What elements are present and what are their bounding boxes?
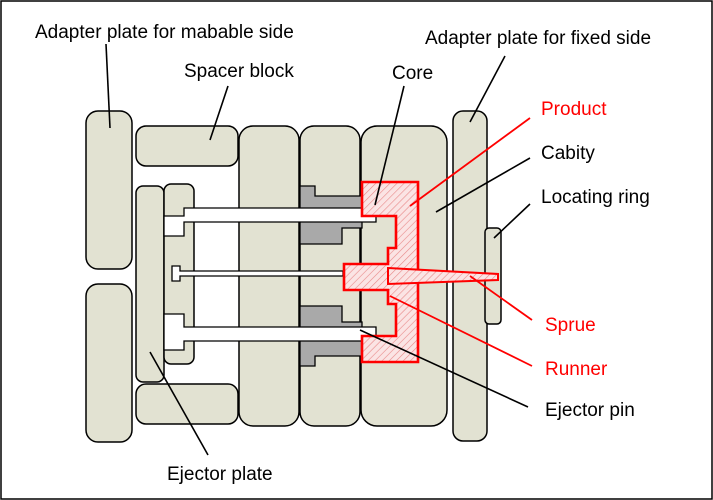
spacer-block-top [135, 125, 239, 167]
label-adapter-plate-fixed: Adapter plate for fixed side [425, 28, 651, 49]
leader-ejector-pin [359, 329, 529, 408]
leader-ejector-plate [149, 351, 209, 456]
label-spacer-block: Spacer block [184, 61, 294, 82]
leader-product [409, 117, 531, 207]
sprue-shape [387, 266, 499, 286]
leader-adapter-fixed [469, 55, 506, 123]
leader-locating-ring [493, 203, 531, 239]
label-adapter-plate-movable: Adapter plate for mabable side [35, 22, 294, 43]
label-locating-ring: Locating ring [541, 187, 650, 208]
leader-sprue [469, 275, 533, 321]
label-cavity: Cabity [541, 143, 595, 164]
label-runner: Runner [545, 359, 608, 380]
ejector-pin-top [163, 207, 377, 237]
label-core: Core [392, 63, 433, 84]
label-ejector-pin: Ejector pin [545, 400, 635, 421]
label-sprue: Sprue [545, 315, 596, 336]
product-shape [342, 180, 420, 364]
spacer-block-bottom [135, 383, 239, 425]
leader-spacer-block [209, 85, 229, 141]
leader-runner [389, 295, 533, 367]
leader-cavity [435, 157, 531, 213]
leader-core [374, 85, 405, 206]
adapter-plate-movable-top [85, 110, 133, 270]
label-ejector-plate: Ejector plate [167, 464, 273, 485]
label-product: Product [541, 99, 607, 120]
adapter-plate-movable-bottom [85, 283, 133, 443]
leader-adapter-movable [105, 43, 111, 129]
